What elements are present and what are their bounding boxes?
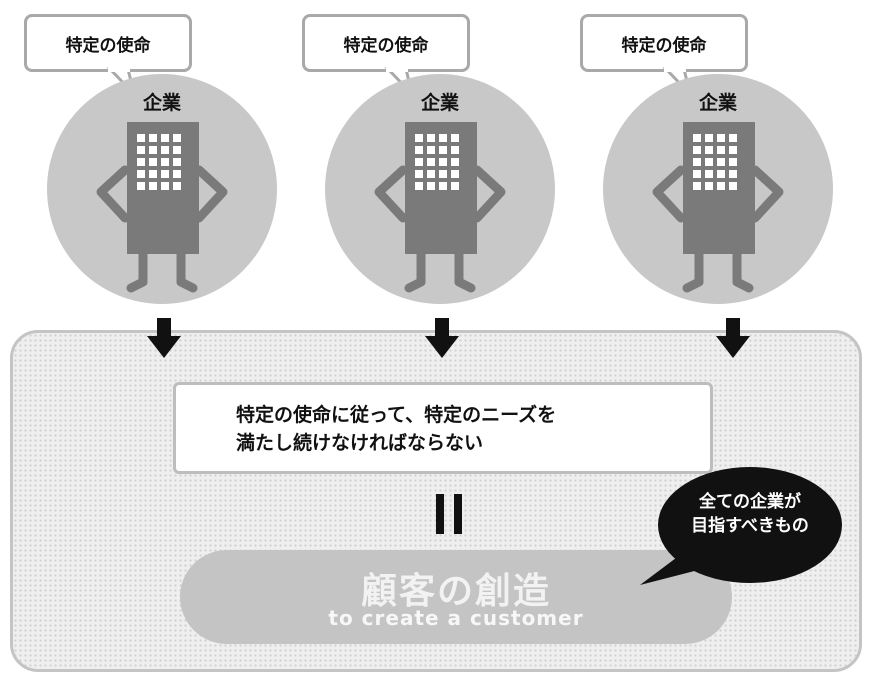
goal-callout-bubble [640, 467, 842, 585]
mission-bubble-3: 特定の使命 [580, 14, 748, 72]
company-label: 企業 [698, 92, 737, 114]
company-circle-2: 企業 [325, 74, 555, 304]
customer-creation-pill: 顧客の創造 to create a customer [180, 550, 732, 644]
down-arrow-icon [716, 318, 750, 358]
mission-statement-box: 特定の使命に従って、特定のニーズを 満たし続けなければならない [173, 382, 713, 474]
company-label: 企業 [142, 92, 181, 114]
customer-creation-title: 顧客の創造 [360, 571, 551, 612]
mission-bubble-label: 特定の使命 [65, 35, 151, 56]
goal-callout-line-2: 目指すべきもの [691, 516, 809, 536]
company-label: 企業 [420, 92, 459, 114]
goal-callout-line-1: 全ての企業が [699, 492, 801, 512]
mission-statement-line-2: 満たし続けなければならない [236, 432, 484, 454]
customer-creation-subtitle: to create a customer [328, 606, 584, 630]
down-arrow-icon [147, 318, 181, 358]
mission-bubble-label: 特定の使命 [621, 35, 707, 56]
company-circle-1: 企業 [47, 74, 277, 304]
building-character-icon [374, 122, 506, 293]
mission-bubble-1: 特定の使命 [24, 14, 192, 72]
company-circle-3: 企業 [603, 74, 833, 304]
building-character-icon [96, 122, 228, 293]
building-character-icon [652, 122, 784, 293]
mission-statement-line-1: 特定の使命に従って、特定のニーズを [236, 404, 557, 426]
down-arrow-icon [425, 318, 459, 358]
goal-callout-text: 全ての企業が 目指すべきもの [660, 490, 840, 538]
mission-bubble-label: 特定の使命 [343, 35, 429, 56]
